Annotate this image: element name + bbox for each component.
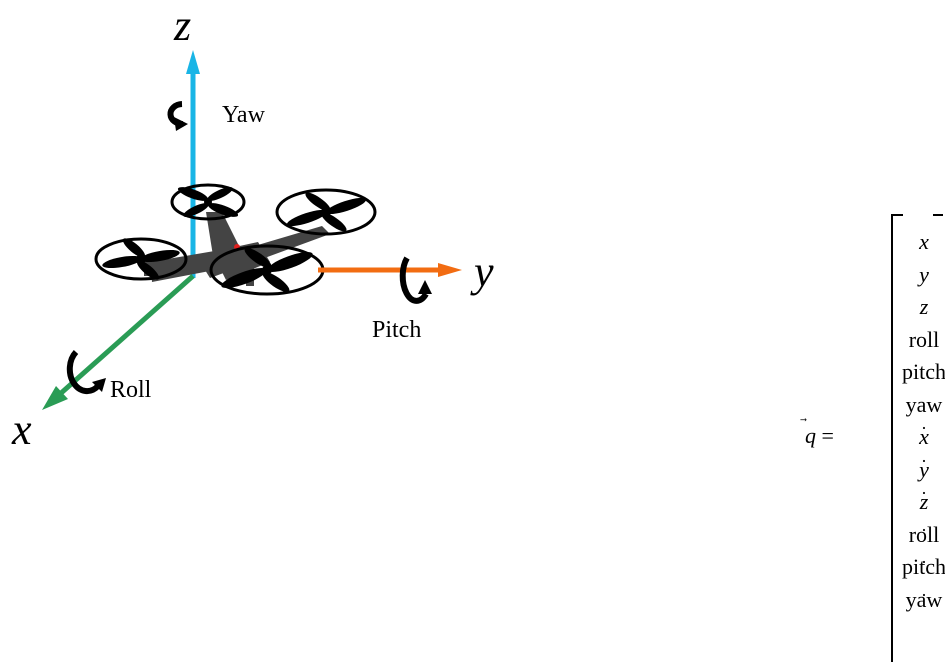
vector-entry-text: roll [908, 326, 940, 352]
vector-entry-text: y [919, 261, 929, 287]
vector-entry: z [897, 291, 945, 324]
vector-entry-text: y [919, 456, 929, 482]
equals-sign: = [816, 423, 834, 448]
rotor-right [275, 188, 377, 236]
roll-label: Roll [110, 377, 152, 403]
z-axis-arrowhead [186, 50, 200, 74]
z-axis-label: z [174, 1, 192, 50]
quadrotor-svg [42, 50, 462, 410]
vector-entry: ˙roll [897, 519, 945, 552]
vector-entry: ˙z [897, 486, 945, 519]
vector-entry: x [897, 226, 945, 259]
pitch-rotation-arrow [399, 256, 432, 304]
vector-entry-text: x [919, 229, 929, 254]
time-derivative-dot-icon: ˙ [920, 589, 928, 612]
rotor-left [94, 237, 188, 281]
vector-entry: ˙yaw [897, 584, 945, 617]
right-bracket-top [933, 214, 943, 216]
vector-entry-text: yaw [905, 586, 943, 612]
q-vector-symbol: q ⃗ [805, 425, 816, 447]
left-bracket [891, 214, 903, 662]
vector-entry-text: z [919, 489, 929, 514]
yaw-label: Yaw [222, 102, 265, 128]
vector-entry: y [897, 259, 945, 292]
vector-entry: pitch [897, 356, 945, 389]
time-derivative-dot-icon: ˙ [920, 557, 928, 579]
vector-entry-text: roll [908, 521, 940, 547]
equation-lhs: q ⃗ = [805, 425, 834, 447]
x-axis-line [58, 274, 195, 396]
pitch-label: Pitch [372, 317, 422, 343]
vector-entry: ˙x [897, 421, 945, 454]
yaw-rotation-arrow [167, 101, 188, 131]
vector-entry-text: yaw [905, 391, 943, 417]
vector-entry-text: pitch [902, 359, 945, 384]
vector-entry: ˙pitch [897, 551, 945, 584]
vector-entry-text: pitch [902, 554, 945, 579]
x-axis-label: x [12, 405, 32, 454]
time-derivative-dot-icon: ˙ [920, 488, 928, 510]
quadrotor-diagram: z y x Yaw Pitch Roll [0, 0, 560, 470]
x-axis-arrowhead [42, 386, 68, 410]
time-derivative-dot-icon: ˙ [920, 423, 928, 445]
y-axis-arrowhead [438, 263, 462, 277]
vector-entry-text: x [919, 424, 929, 449]
y-axis-label: y [474, 247, 494, 296]
time-derivative-dot-icon: ˙ [920, 455, 928, 478]
vector-entry-text: z [919, 294, 929, 319]
roll-rotation-arrow [66, 349, 106, 395]
vector-entry: roll [897, 324, 945, 357]
rotor-back [170, 183, 246, 221]
time-derivative-dot-icon: ˙ [920, 524, 928, 547]
vector-entry: ˙y [897, 454, 945, 487]
vector-entry: yaw [897, 389, 945, 422]
q-symbol: q [805, 423, 816, 448]
